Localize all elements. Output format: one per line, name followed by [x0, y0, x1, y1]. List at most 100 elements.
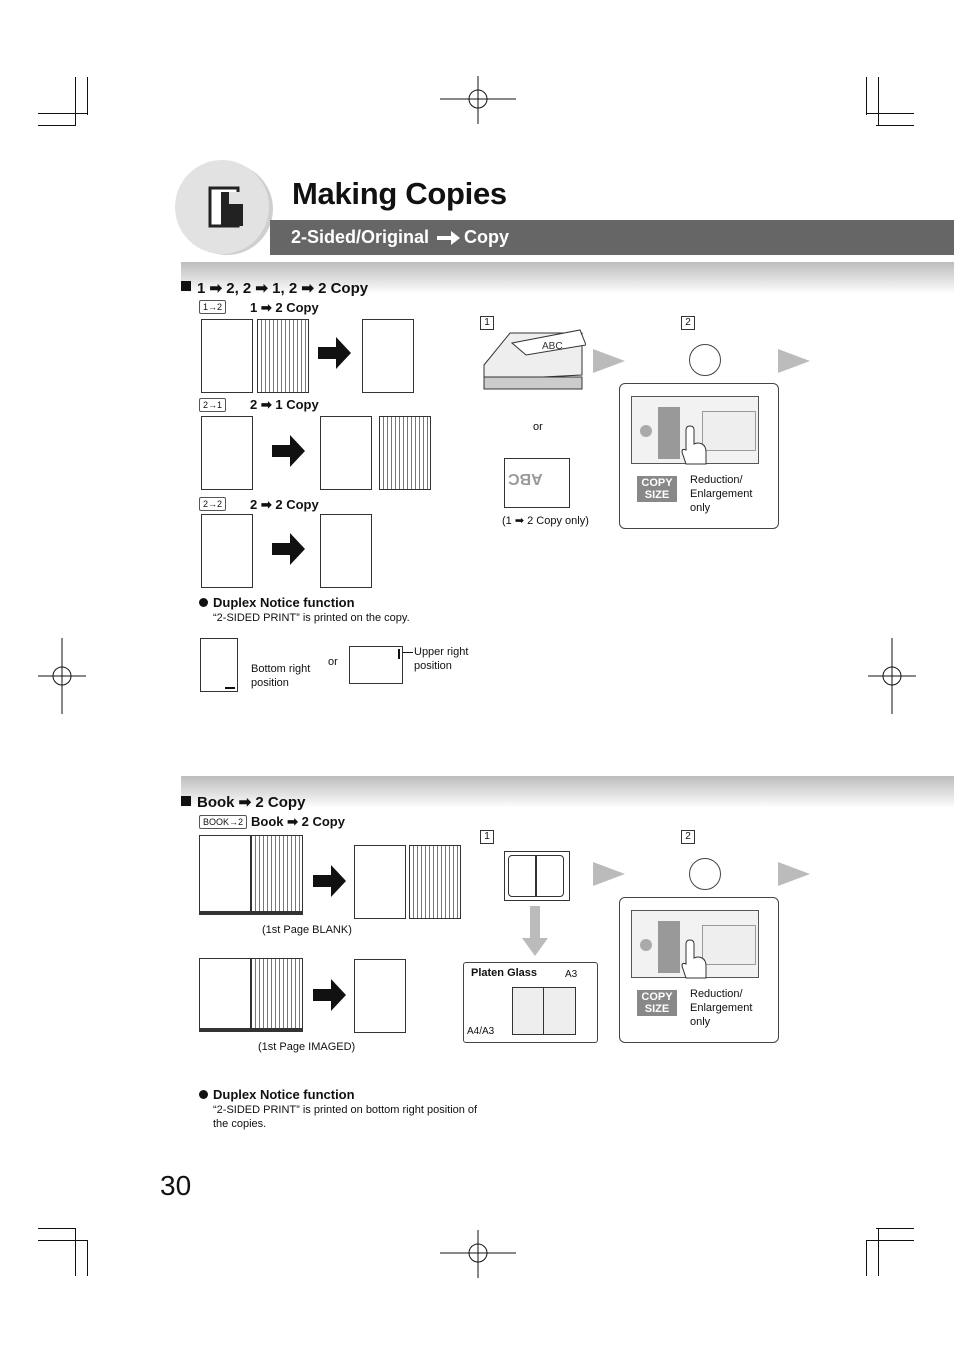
mode-badge: 2→1	[199, 398, 227, 412]
book-spine	[199, 911, 303, 915]
book-left	[508, 855, 536, 897]
registration-mark	[440, 76, 516, 124]
book-left-page	[199, 958, 251, 1030]
callout-circle	[689, 858, 721, 890]
arrow-right-icon	[313, 865, 346, 897]
arrow-down-icon	[522, 906, 548, 956]
duplex-text: “2-SIDED PRINT” is printed on the copy.	[213, 612, 410, 624]
original-page-duplex	[201, 416, 253, 490]
mode-badge: 2→2	[199, 497, 227, 511]
book-left-page	[199, 835, 251, 913]
crop-mark	[866, 1240, 867, 1276]
leader-line	[403, 652, 413, 653]
caption-blank: (1st Page BLANK)	[262, 924, 352, 936]
upper-right-sample	[349, 646, 403, 684]
crop-mark	[38, 125, 76, 126]
arrow-right-icon	[318, 337, 351, 369]
svg-text:ABC: ABC	[542, 341, 563, 352]
crop-mark	[878, 1228, 879, 1276]
crop-mark	[87, 1240, 88, 1276]
copy-page	[354, 845, 406, 919]
copy-page-duplex	[354, 959, 406, 1033]
mode-label: 2 ➡ 1 Copy	[250, 397, 319, 412]
crop-mark	[75, 77, 76, 125]
crop-mark	[876, 1228, 914, 1229]
section-title: 1 ➡ 2, 2 ➡ 1, 2 ➡ 2 Copy	[197, 280, 369, 297]
subtitle-left: 2-Sided/Original	[291, 227, 430, 247]
chevron-right-icon	[593, 862, 625, 886]
control-panel-callout: COPY SIZE Reduction/ Enlargement only	[619, 383, 779, 529]
platen-glass-diagram: Platen Glass A3 A4/A3	[463, 962, 598, 1043]
step-number: 1	[480, 316, 494, 330]
crop-mark	[878, 77, 879, 125]
crop-mark	[87, 77, 88, 115]
chevron-right-icon	[778, 862, 810, 886]
mode-label: Book ➡ 2 Copy	[251, 814, 345, 829]
original-page-duplex	[201, 514, 253, 588]
copy-page	[320, 416, 372, 490]
mode-label: 1 ➡ 2 Copy	[250, 300, 319, 315]
book-on-platen	[504, 851, 570, 901]
mode-badge: 1→2	[199, 300, 227, 314]
crop-mark	[38, 113, 87, 114]
duplex-title: Duplex Notice function	[213, 595, 355, 610]
book-gutter	[543, 988, 544, 1034]
mode-label: 2 ➡ 2 Copy	[250, 497, 319, 512]
button-column	[658, 407, 680, 459]
copy-page	[379, 416, 431, 490]
copy-page-duplex	[362, 319, 414, 393]
crop-mark	[866, 113, 914, 114]
step-number: 2	[681, 316, 695, 330]
duplex-title: Duplex Notice function	[213, 1087, 355, 1102]
platen-original: ABC	[504, 458, 570, 508]
crop-mark	[866, 77, 867, 115]
print-marker	[225, 687, 235, 689]
copy-page-duplex	[320, 514, 372, 588]
section-bar	[181, 262, 954, 294]
print-marker	[398, 649, 400, 659]
section-bullet	[181, 796, 191, 806]
page-title: Making Copies	[292, 176, 507, 211]
step-number: 2	[681, 830, 695, 844]
original-page	[201, 319, 253, 393]
hand-pointer-icon	[681, 425, 707, 465]
a4a3-label: A4/A3	[467, 1026, 495, 1037]
bullet-icon	[199, 598, 208, 607]
crop-mark	[38, 1228, 76, 1229]
start-button-icon	[640, 425, 652, 437]
arrow-right-icon	[437, 231, 460, 245]
caption-imaged: (1st Page IMAGED)	[258, 1041, 356, 1053]
start-button-icon	[640, 939, 652, 951]
book-spine	[199, 1028, 303, 1032]
original-page-back	[257, 319, 309, 393]
crop-mark	[75, 1228, 76, 1276]
bullet-icon	[199, 1090, 208, 1099]
mode-badge: BOOK→2	[199, 815, 248, 829]
crop-mark	[866, 1240, 914, 1241]
subtitle-right: Copy	[464, 227, 509, 247]
crop-mark	[38, 1240, 87, 1241]
control-panel-callout: COPY SIZE Reduction/ Enlargement only	[619, 897, 779, 1043]
callout-circle	[689, 344, 721, 376]
step-number: 1	[480, 830, 494, 844]
page-number: 30	[160, 1170, 192, 1201]
section-bar	[181, 776, 954, 808]
upper-right-label: Upper right position	[414, 646, 469, 672]
registration-mark	[38, 638, 86, 714]
copy-document-icon	[208, 186, 243, 228]
a3-label: A3	[565, 969, 578, 980]
arrow-right-icon	[272, 435, 305, 467]
bottom-right-sample	[200, 638, 238, 692]
duplex-text: “2-SIDED PRINT” is printed on bottom rig…	[213, 1104, 478, 1130]
hand-pointer-icon	[681, 939, 707, 979]
crop-mark	[876, 125, 914, 126]
button-column	[658, 921, 680, 973]
reduction-text: Reduction/ Enlargement only	[690, 474, 753, 514]
section-title: Book ➡ 2 Copy	[197, 794, 306, 811]
subtitle-bar: 2-Sided/Original Copy	[270, 220, 954, 255]
arrow-right-icon	[272, 533, 305, 565]
open-book-blank	[199, 835, 303, 915]
registration-mark	[440, 1230, 516, 1278]
copy-size-key: COPY SIZE	[637, 476, 677, 502]
book-right-page	[251, 835, 303, 913]
